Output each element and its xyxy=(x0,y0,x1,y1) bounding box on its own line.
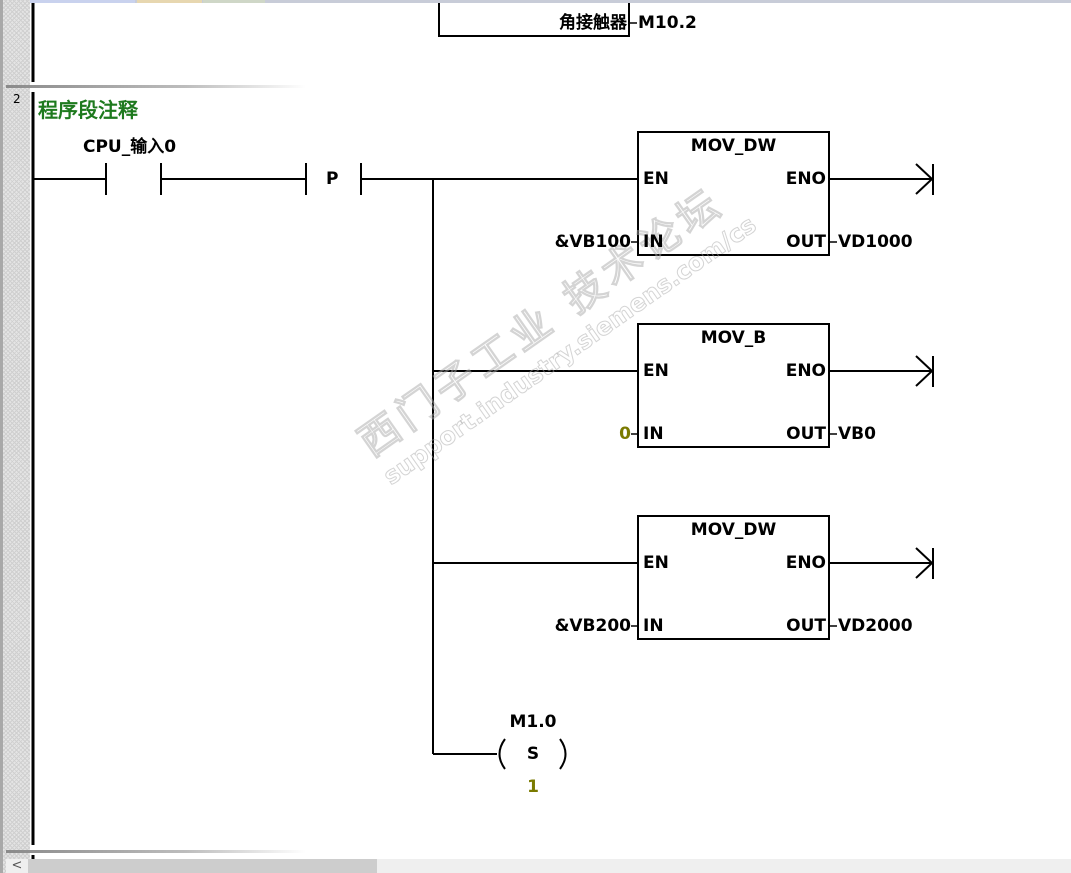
network-separator xyxy=(6,85,306,88)
output-end-arrow xyxy=(915,163,934,195)
box-in-label: IN xyxy=(643,424,664,444)
box-out-operand[interactable]: VD2000 xyxy=(838,616,913,636)
scroll-left-icon[interactable]: < xyxy=(6,859,28,873)
box-out-label: OUT xyxy=(786,232,826,252)
tab-strip-segment xyxy=(137,0,202,3)
coil-operand[interactable]: M1.0 xyxy=(509,712,557,732)
network-number[interactable]: 2 xyxy=(13,92,21,106)
box-in-constant[interactable]: 0 xyxy=(619,424,631,444)
top-tab-strip xyxy=(0,0,1071,3)
network-separator xyxy=(6,850,306,853)
output-end-arrow xyxy=(915,547,934,579)
box-out-label: OUT xyxy=(786,424,826,444)
horizontal-scrollbar[interactable]: < xyxy=(6,859,1071,873)
mov-dw-box-1[interactable] xyxy=(637,131,830,256)
box-title: MOV_DW xyxy=(690,520,777,540)
box-in-operand[interactable]: &VB100 xyxy=(554,232,631,252)
box-en-label: EN xyxy=(643,169,669,189)
tab-strip-segment xyxy=(30,0,135,3)
box-title: MOV_DW xyxy=(690,136,777,156)
box-eno-label: ENO xyxy=(785,553,826,573)
contact-operand[interactable]: CPU_输入0 xyxy=(83,137,177,157)
box-out-label: OUT xyxy=(786,616,826,636)
box-eno-label: ENO xyxy=(785,169,826,189)
output-end-arrow xyxy=(915,355,934,387)
mov-dw-box-2[interactable] xyxy=(637,515,830,640)
coil-type: S xyxy=(526,744,540,764)
prev-box-pin-label: 角接触器 xyxy=(559,13,627,33)
network-comment-title[interactable]: 程序段注释 xyxy=(38,98,138,122)
tab-strip-segment xyxy=(203,0,265,3)
coil-count[interactable]: 1 xyxy=(527,777,539,797)
scrollbar-thumb[interactable] xyxy=(28,859,377,873)
edge-detector-label: P xyxy=(326,169,339,189)
box-out-operand[interactable]: VB0 xyxy=(838,424,876,444)
box-en-label: EN xyxy=(643,553,669,573)
prev-box-outline[interactable] xyxy=(438,3,630,37)
set-coil[interactable] xyxy=(498,738,567,770)
box-in-label: IN xyxy=(643,616,664,636)
prev-box-out-operand[interactable]: M10.2 xyxy=(638,13,697,33)
box-eno-label: ENO xyxy=(785,361,826,381)
network-gutter xyxy=(0,0,30,873)
box-en-label: EN xyxy=(643,361,669,381)
box-out-operand[interactable]: VD1000 xyxy=(838,232,913,252)
box-in-label: IN xyxy=(643,232,664,252)
mov-b-box[interactable] xyxy=(637,323,830,448)
box-in-operand[interactable]: &VB200 xyxy=(554,616,631,636)
normally-open-contact[interactable] xyxy=(105,163,162,195)
box-title: MOV_B xyxy=(700,328,767,348)
